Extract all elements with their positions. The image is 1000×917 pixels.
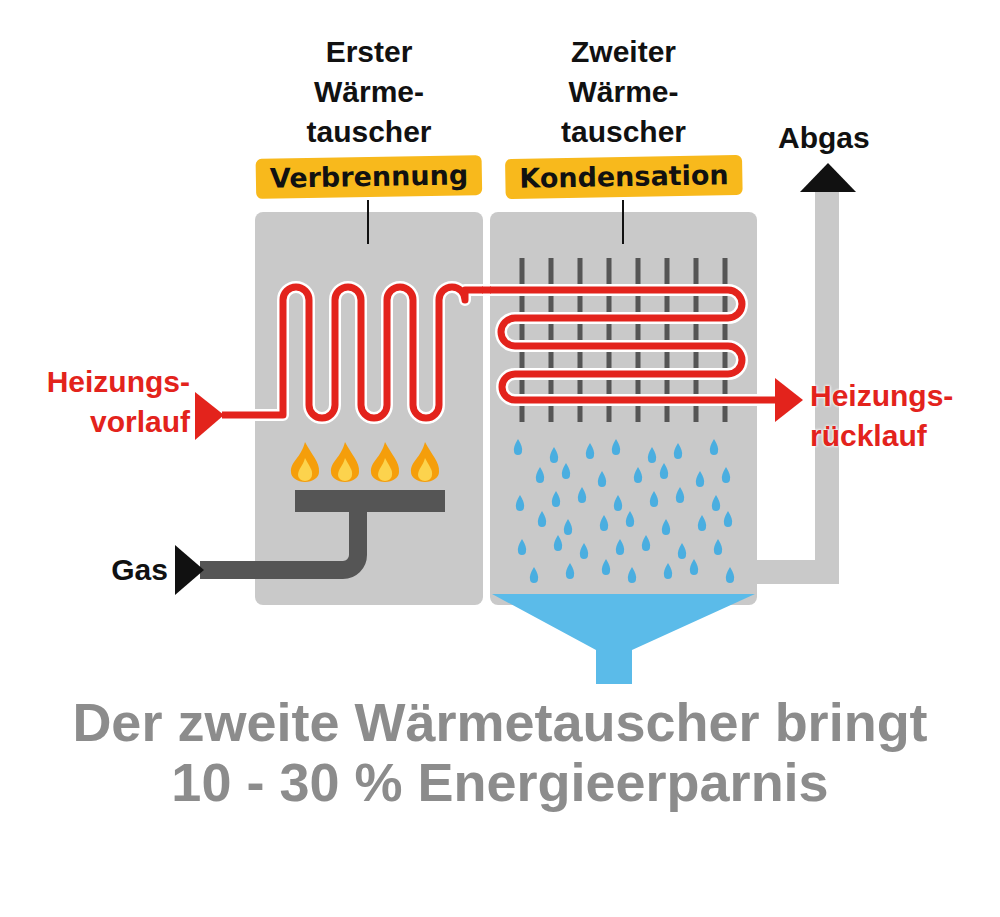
drop <box>564 519 572 535</box>
drop <box>648 447 656 463</box>
drop <box>538 511 546 527</box>
drop <box>710 439 718 455</box>
exchanger-heading: Zweiter Wärme- tauscher <box>561 32 686 152</box>
exhaust-label: Abgas <box>778 118 870 158</box>
drop <box>536 467 544 483</box>
flame <box>331 442 359 482</box>
drop <box>518 539 526 555</box>
drop <box>602 559 610 575</box>
return-arrow <box>775 378 803 422</box>
burner <box>295 490 445 512</box>
drop <box>722 467 730 483</box>
return-label: Heizungs- rücklauf <box>810 376 953 456</box>
heat-exchanger: Zweiter Wärme- tauscherKondensation <box>490 212 757 605</box>
heating-coil <box>222 287 778 418</box>
flow-label: Heizungs- vorlauf <box>47 362 190 442</box>
drop <box>664 563 672 579</box>
drop <box>550 447 558 463</box>
drop <box>514 439 522 455</box>
flame <box>291 442 319 482</box>
gas-arrow <box>175 545 204 595</box>
condensate-basin <box>492 594 755 684</box>
flame <box>371 442 399 482</box>
flame <box>411 442 439 482</box>
combustion-chamber <box>255 212 483 605</box>
pipe-connector <box>482 287 491 294</box>
gas-label: Gas <box>111 550 168 590</box>
drop <box>552 491 560 507</box>
drop <box>516 495 524 511</box>
drop <box>628 567 636 583</box>
drop <box>598 471 606 487</box>
drop <box>650 491 658 507</box>
drop <box>580 543 588 559</box>
caption: Der zweite Wärmetauscher bringt 10 - 30 … <box>60 692 940 812</box>
drop <box>562 463 570 479</box>
drop <box>616 539 624 555</box>
drop <box>724 511 732 527</box>
drop <box>726 567 734 583</box>
flow-arrow <box>195 392 224 440</box>
drop <box>642 535 650 551</box>
drop <box>678 543 686 559</box>
drop <box>586 443 594 459</box>
drop <box>578 487 586 503</box>
drop <box>660 463 668 479</box>
drop <box>696 471 704 487</box>
drop <box>662 519 670 535</box>
gas-pipe <box>200 510 358 570</box>
flames <box>291 442 439 482</box>
stage-tag: Kondensation <box>505 155 743 199</box>
drop <box>674 443 682 459</box>
heat-exchanger: Erster Wärme- tauscherVerbrennung <box>255 212 483 605</box>
drop <box>634 467 642 483</box>
water-drops <box>514 439 734 583</box>
condensation-chamber <box>490 212 757 605</box>
drop <box>566 563 574 579</box>
leader-line <box>622 200 624 244</box>
exchanger-heading: Erster Wärme- tauscher <box>306 32 431 152</box>
drop <box>676 487 684 503</box>
drop <box>530 567 538 583</box>
stage-tag: Verbrennung <box>256 155 483 199</box>
flue-arrow <box>800 163 856 192</box>
drop <box>690 559 698 575</box>
leader-line <box>367 200 369 244</box>
drop <box>714 539 722 555</box>
drop <box>554 535 562 551</box>
drop <box>698 515 706 531</box>
drop <box>612 439 620 455</box>
drop <box>712 495 720 511</box>
drop <box>614 495 622 511</box>
drop <box>600 515 608 531</box>
drop <box>626 511 634 527</box>
